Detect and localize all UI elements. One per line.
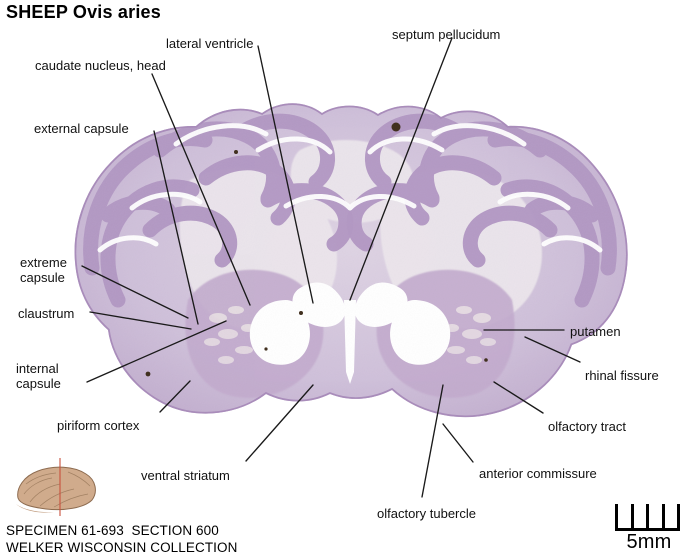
scale-tick-4 [661, 504, 665, 530]
label-ventral-striatum: ventral striatum [141, 468, 230, 483]
scale-tick-1 [615, 504, 618, 530]
page-title: SHEEP Ovis aries [6, 2, 161, 22]
label-putamen: putamen [570, 324, 621, 339]
specimen-line-1: SPECIMEN 61-693 SECTION 600 [6, 523, 219, 538]
label-septum-pellucidum: septum pellucidum [392, 27, 501, 42]
label-rhinal-fissure: rhinal fissure [585, 368, 659, 383]
specimen-thumbnail [16, 458, 96, 516]
leader-ventral-striatum [245, 384, 314, 462]
tissue-artifact [145, 122, 488, 377]
label-lateral-ventricle: lateral ventricle [166, 36, 254, 51]
label-olfactory-tract: olfactory tract [548, 419, 627, 434]
histology-section [74, 103, 628, 418]
scale-bar: 5mm [615, 500, 685, 556]
leader-claustrum [89, 311, 192, 330]
label-internal-capsule: internal capsule [16, 361, 61, 391]
leader-septum-pellucidum [349, 37, 453, 301]
label-external-capsule: external capsule [34, 121, 129, 136]
label-anterior-commissure: anterior commissure [479, 466, 597, 481]
leader-anterior-commissure [442, 423, 474, 463]
leader-external-capsule [153, 130, 199, 325]
label-caudate-nucleus-head: caudate nucleus, head [35, 58, 166, 73]
leader-caudate-nucleus-head [151, 73, 251, 306]
leader-extreme-capsule [81, 265, 189, 319]
leader-internal-capsule [86, 320, 227, 383]
leader-piriform-cortex [159, 380, 191, 413]
scale-tick-2 [630, 504, 634, 530]
leader-olfactory-tract [493, 381, 544, 414]
leader-lines [81, 37, 581, 498]
scale-tick-3 [646, 504, 649, 530]
label-piriform-cortex: piriform cortex [57, 418, 140, 433]
leader-rhinal-fissure [524, 336, 581, 363]
label-olfactory-tubercle: olfactory tubercle [377, 506, 476, 521]
scale-bar-label: 5mm [626, 531, 672, 553]
specimen-line-2: WELKER WISCONSIN COLLECTION [6, 540, 238, 555]
leader-lateral-ventricle [257, 45, 314, 304]
specimen-caption: SPECIMEN 61-693 SECTION 600 WELKER WISCO… [6, 522, 237, 556]
label-extreme-capsule: extreme capsule [20, 255, 67, 285]
label-claustrum: claustrum [18, 306, 75, 321]
scale-tick-5 [677, 504, 680, 530]
leader-olfactory-tubercle [421, 384, 444, 498]
